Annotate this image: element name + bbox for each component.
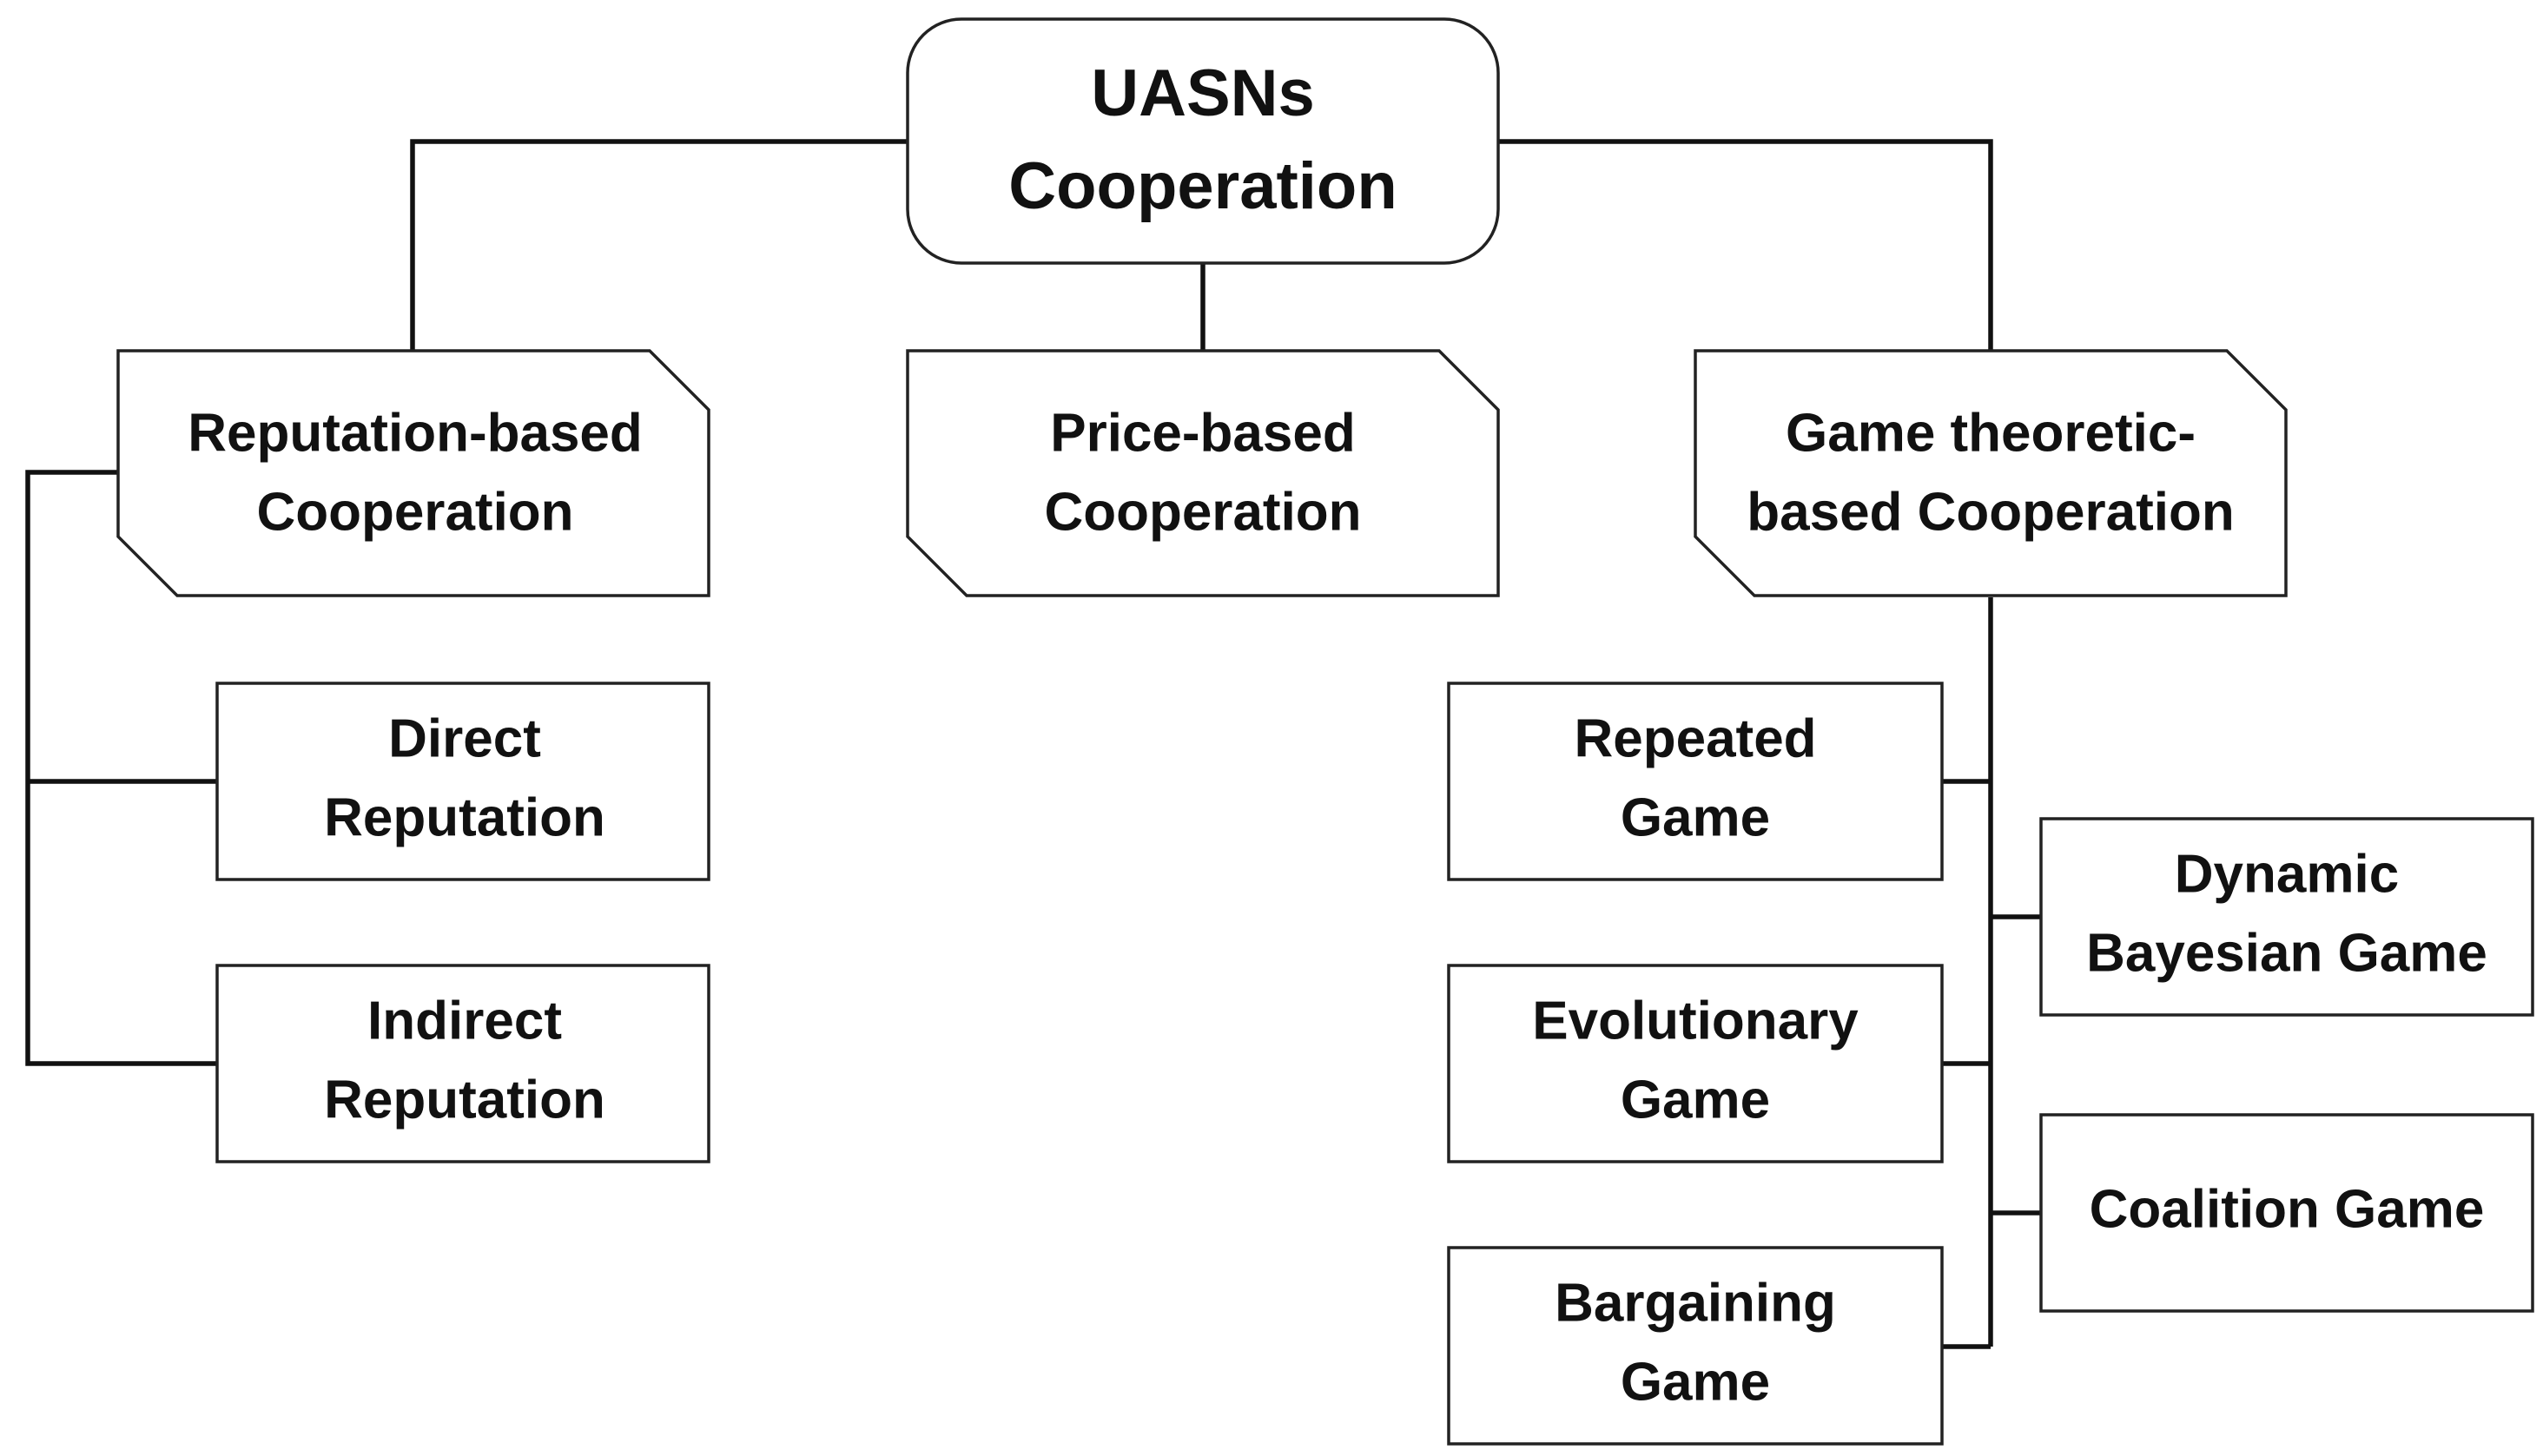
node-bargaining-game: Bargaining Game bbox=[1447, 1246, 1944, 1446]
node-evolutionary-game: Evolutionary Game bbox=[1447, 964, 1944, 1163]
bargaining-game-label-line-1: Bargaining bbox=[1555, 1273, 1836, 1333]
connector-reputation-trunk bbox=[25, 470, 217, 1066]
category-reputation-label-line-2: Cooperation bbox=[256, 482, 573, 542]
node-direct-reputation: Direct Reputation bbox=[215, 682, 710, 881]
category-reputation: Reputation-based Cooperation bbox=[116, 349, 710, 597]
direct-reputation-label-line-1: Direct bbox=[388, 708, 541, 768]
category-game-label-line-2: based Cooperation bbox=[1747, 482, 2235, 542]
repeated-game-label-line-1: Repeated bbox=[1574, 708, 1816, 768]
node-indirect-reputation: Indirect Reputation bbox=[215, 964, 710, 1163]
connector-root-to-game bbox=[1498, 139, 1993, 351]
coalition-game-label: Coalition Game bbox=[2090, 1179, 2485, 1239]
category-game: Game theoretic- based Cooperation bbox=[1694, 349, 2288, 597]
bargaining-game-label-line-2: Game bbox=[1621, 1352, 1770, 1412]
indirect-reputation-label-line-1: Indirect bbox=[367, 991, 562, 1051]
indirect-reputation-label-line-2: Reputation bbox=[324, 1070, 605, 1130]
connectors bbox=[25, 139, 2041, 1349]
category-price: Price-based Cooperation bbox=[906, 349, 1500, 597]
root-label-line-1: UASNs bbox=[1091, 56, 1315, 130]
category-game-label-line-1: Game theoretic- bbox=[1786, 403, 2196, 463]
root-node: UASNs Cooperation bbox=[906, 17, 1500, 265]
evolutionary-game-label-line-1: Evolutionary bbox=[1532, 991, 1859, 1051]
repeated-game-label-line-2: Game bbox=[1621, 787, 1770, 847]
dynamic-bayesian-game-label-line-2: Bayesian Game bbox=[2086, 923, 2487, 983]
evolutionary-game-label-line-2: Game bbox=[1621, 1070, 1770, 1130]
category-price-label-line-1: Price-based bbox=[1050, 403, 1356, 463]
connector-root-to-reputation bbox=[410, 139, 908, 351]
node-dynamic-bayesian-game: Dynamic Bayesian Game bbox=[2039, 817, 2534, 1017]
root-label-line-2: Cooperation bbox=[1008, 149, 1397, 223]
node-repeated-game: Repeated Game bbox=[1447, 682, 1944, 881]
node-coalition-game: Coalition Game bbox=[2039, 1113, 2534, 1313]
category-price-label-line-2: Cooperation bbox=[1044, 482, 1361, 542]
direct-reputation-label-line-2: Reputation bbox=[324, 787, 605, 847]
category-reputation-label-line-1: Reputation-based bbox=[188, 403, 643, 463]
dynamic-bayesian-game-label-line-1: Dynamic bbox=[2175, 844, 2399, 904]
